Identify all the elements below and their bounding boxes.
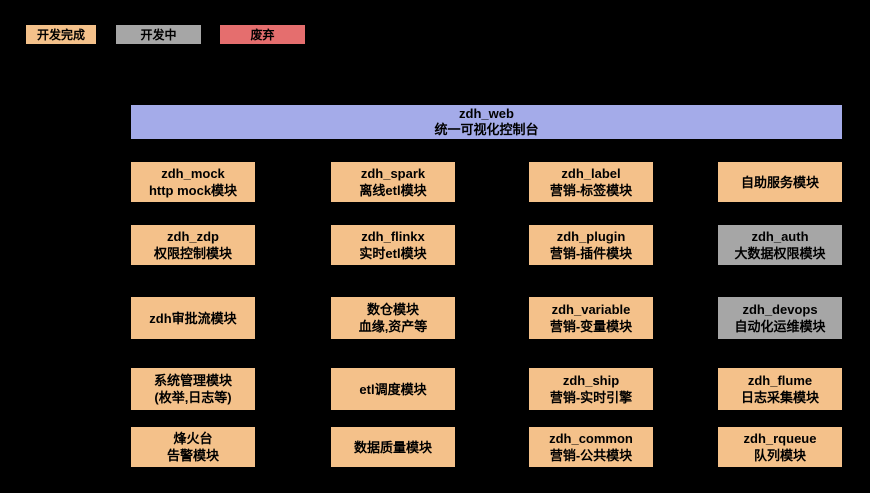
module-subtitle: 营销-变量模块 [549, 319, 633, 334]
module-box: 烽火台告警模块 [131, 427, 255, 467]
module-subtitle: 实时etl模块 [359, 246, 427, 261]
module-box: zdh_devops 自动化运维模块 [718, 297, 842, 339]
module-subtitle: 告警模块 [166, 448, 219, 463]
module-box: zdh_common 营销-公共模块 [529, 427, 653, 467]
banner-title: zdh_web [459, 106, 514, 121]
module-box: zdh_label 营销-标签模块 [529, 162, 653, 202]
module-box: etl调度模块 [331, 368, 455, 410]
module-subtitle: 队列模块 [753, 448, 806, 463]
module-title: zdh_spark [360, 166, 426, 181]
module-box: zdh_plugin 营销-插件模块 [529, 225, 653, 265]
module-box: zdh_auth 大数据权限模块 [718, 225, 842, 265]
banner-zdh-web: zdh_web 统一可视化控制台 [131, 105, 842, 139]
legend-item-deprecated: 废弃 [220, 25, 305, 44]
module-title: zdh_variable [551, 302, 631, 317]
module-subtitle: 营销-实时引擎 [549, 390, 633, 405]
banner-subtitle: 统一可视化控制台 [434, 122, 539, 137]
module-subtitle: 自动化运维模块 [734, 319, 826, 334]
module-subtitle: 大数据权限模块 [734, 246, 826, 261]
module-box: zdh_spark 离线etl模块 [331, 162, 455, 202]
module-box: zdh_flume 日志采集模块 [718, 368, 842, 410]
module-subtitle: 离线etl模块 [359, 183, 427, 198]
module-box: 系统管理模块 (枚举,日志等) [131, 368, 255, 410]
module-box: zdh_flinkx 实时etl模块 [331, 225, 455, 265]
module-title: zdh_flume [747, 373, 813, 388]
module-title: zdh_mock [161, 166, 225, 181]
module-subtitle: 营销-标签模块 [549, 183, 633, 198]
module-title: zdh_common [549, 431, 633, 446]
module-box: 自助服务模块 [718, 162, 842, 202]
module-title: etl调度模块 [359, 381, 427, 397]
module-title: 数据质量模块 [353, 439, 432, 455]
module-subtitle: 日志采集模块 [740, 390, 819, 405]
module-box: zdh_rqueue 队列模块 [718, 427, 842, 467]
legend-item-complete: 开发完成 [26, 25, 96, 44]
module-title: zdh审批流模块 [149, 310, 237, 326]
module-title: zdh_label [561, 166, 621, 181]
module-title: zdh_flinkx [361, 229, 425, 244]
module-title: zdh_auth [751, 229, 809, 244]
module-box: 数据质量模块 [331, 427, 455, 467]
module-subtitle: 营销-公共模块 [549, 448, 633, 463]
module-box: zdh_zdp 权限控制模块 [131, 225, 255, 265]
module-subtitle: 血缘,资产等 [358, 319, 428, 334]
module-subtitle: 权限控制模块 [153, 246, 232, 261]
module-title: zdh_plugin [556, 229, 626, 244]
module-box: 数仓模块血缘,资产等 [331, 297, 455, 339]
module-box: zdh_variable 营销-变量模块 [529, 297, 653, 339]
module-title: 烽火台 [173, 431, 213, 446]
module-subtitle: 营销-插件模块 [549, 246, 633, 261]
module-title: zdh_rqueue [743, 431, 817, 446]
module-subtitle: http mock模块 [148, 183, 238, 198]
module-title: 数仓模块 [366, 302, 419, 317]
module-title: zdh_ship [562, 373, 620, 388]
module-box: zdh_ship 营销-实时引擎 [529, 368, 653, 410]
module-title: 系统管理模块 [153, 373, 232, 388]
module-title: 自助服务模块 [740, 174, 819, 190]
legend-item-in-progress: 开发中 [116, 25, 201, 44]
module-subtitle: (枚举,日志等) [154, 390, 232, 405]
module-box: zdh审批流模块 [131, 297, 255, 339]
module-title: zdh_zdp [167, 229, 219, 244]
module-title: zdh_devops [742, 302, 818, 317]
